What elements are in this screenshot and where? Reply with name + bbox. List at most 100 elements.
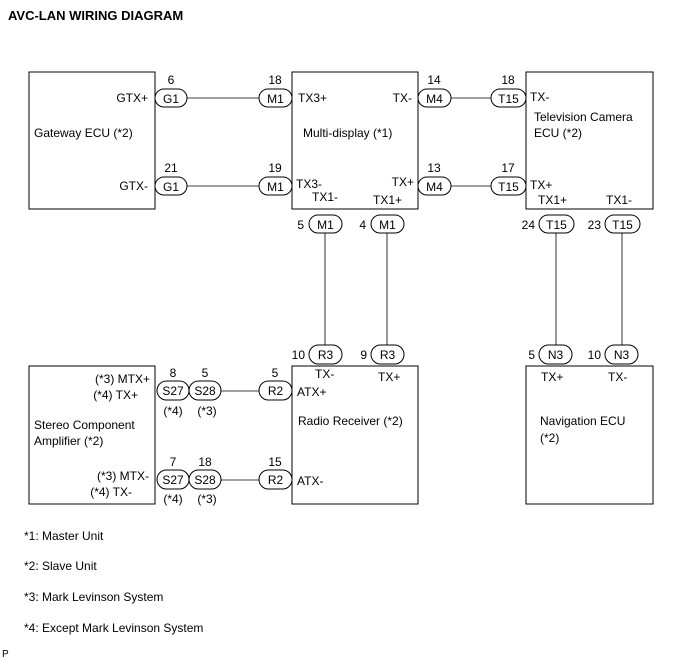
pin-n3-left: 5 bbox=[528, 348, 535, 362]
connector-m4-top bbox=[417, 88, 452, 108]
wires bbox=[187, 97, 623, 481]
pin-r2-top: 5 bbox=[272, 366, 279, 380]
pin-g1-top: 6 bbox=[168, 73, 175, 87]
connector-r2-top bbox=[258, 380, 293, 401]
connector-m1-bottom-left-label: M1 bbox=[317, 218, 334, 232]
diagram-title: AVC-LAN WIRING DIAGRAM bbox=[8, 8, 183, 23]
stereo-amplifier-name-line1: Stereo Component bbox=[34, 418, 135, 432]
signal-tx3-minus: TX3- bbox=[296, 177, 322, 191]
gateway-ecu-box bbox=[28, 71, 156, 210]
connector-n3-right bbox=[604, 344, 639, 365]
pin-m1-top: 18 bbox=[268, 73, 282, 87]
footnotes: *1: Master Unit *2: Slave Unit *3: Mark … bbox=[24, 529, 203, 635]
connector-m4-bottom-label: M4 bbox=[426, 180, 443, 194]
connector-r3-right-label: R3 bbox=[380, 348, 396, 362]
signal-stereo-tx-plus: (*4) TX+ bbox=[93, 388, 138, 402]
television-camera-ecu-box bbox=[525, 71, 654, 210]
signal-stereo-mtx-minus: (*3) MTX- bbox=[97, 469, 149, 483]
pin-r3-right: 9 bbox=[360, 348, 367, 362]
connector-r2-bottom-label: R2 bbox=[268, 473, 284, 487]
signal-gtx-plus: GTX+ bbox=[116, 91, 148, 105]
signal-tv-tx-plus: TX+ bbox=[530, 178, 552, 192]
connector-r2-bottom bbox=[258, 469, 293, 490]
pin-n3-right: 10 bbox=[588, 348, 602, 362]
signal-tv-tx1-minus: TX1- bbox=[606, 193, 632, 207]
radio-receiver-name: Radio Receiver (*2) bbox=[298, 414, 403, 428]
connector-g1-top-label: G1 bbox=[163, 92, 179, 106]
signal-tv-tx1-plus: TX1+ bbox=[538, 193, 567, 207]
footnote-1: *1: Master Unit bbox=[24, 529, 104, 543]
pin-g1-bottom: 21 bbox=[164, 161, 178, 175]
connector-m1-bottom-right-label: M1 bbox=[379, 218, 396, 232]
navigation-ecu-box bbox=[525, 365, 654, 505]
connector-s28-bottom bbox=[188, 469, 222, 490]
pin-s27-bottom: 7 bbox=[170, 455, 177, 469]
connector-t15-bottom-right bbox=[604, 214, 641, 234]
footnote-4: *4: Except Mark Levinson System bbox=[24, 621, 203, 635]
signal-radio-tx-plus: TX+ bbox=[378, 370, 400, 384]
note-s28-top: (*3) bbox=[197, 404, 216, 418]
radio-receiver-box bbox=[291, 365, 419, 505]
connector-g1-top bbox=[154, 88, 188, 108]
television-camera-name-line2: ECU (*2) bbox=[534, 126, 582, 140]
footnote-3: *3: Mark Levinson System bbox=[24, 590, 163, 604]
connector-r3-right bbox=[370, 344, 405, 365]
pin-t15-bottom-left: 24 bbox=[522, 218, 536, 232]
signal-stereo-tx-minus: (*4) TX- bbox=[90, 485, 132, 499]
connector-r3-left bbox=[308, 344, 343, 365]
signal-navi-tx-minus: TX- bbox=[608, 370, 627, 384]
connector-t15-bottom-right-label: T15 bbox=[612, 218, 633, 232]
connector-g1-bottom bbox=[154, 176, 188, 196]
connector-m4-top-label: M4 bbox=[426, 92, 443, 106]
connector-s28-top bbox=[188, 380, 222, 401]
connector-s28-bottom-label: S28 bbox=[194, 473, 216, 487]
multi-display-name: Multi-display (*1) bbox=[303, 126, 392, 140]
component-names: Gateway ECU (*2) Multi-display (*1) Tele… bbox=[34, 110, 633, 448]
footnote-2: *2: Slave Unit bbox=[24, 559, 97, 573]
connector-t15-bottom-label: T15 bbox=[498, 180, 519, 194]
connector-s28-top-label: S28 bbox=[194, 384, 216, 398]
signal-radio-atx-minus: ATX- bbox=[297, 474, 323, 488]
signal-multi-tx1-minus: TX1- bbox=[312, 190, 338, 204]
pin-m1-bottom-left: 5 bbox=[297, 218, 304, 232]
connector-t15-top bbox=[490, 88, 527, 108]
corner-mark: P bbox=[2, 649, 9, 660]
navigation-ecu-name-line1: Navigation ECU bbox=[540, 414, 625, 428]
connector-m1-top bbox=[258, 88, 293, 108]
connector-n3-left bbox=[538, 344, 573, 365]
pin-s27-top: 8 bbox=[170, 366, 177, 380]
connector-n3-right-label: N3 bbox=[614, 348, 630, 362]
signal-radio-atx-plus: ATX+ bbox=[297, 385, 326, 399]
note-s27-top: (*4) bbox=[163, 404, 182, 418]
connector-n3-left-label: N3 bbox=[548, 348, 564, 362]
multi-display-box bbox=[291, 71, 419, 210]
pin-r2-bottom: 15 bbox=[268, 455, 282, 469]
signal-multi-tx-minus: TX- bbox=[393, 91, 412, 105]
connectors: G1 G1 M1 M1 M4 M4 T15 T15 M1 M1 T15 T15 … bbox=[154, 88, 641, 490]
connector-m1-mid-label: M1 bbox=[267, 180, 284, 194]
pin-t15-bottom: 17 bbox=[501, 161, 515, 175]
signal-multi-tx-plus: TX+ bbox=[392, 175, 414, 189]
note-s27-bottom: (*4) bbox=[163, 492, 182, 506]
pin-t15-bottom-right: 23 bbox=[588, 218, 602, 232]
connector-t15-bottom-left bbox=[538, 214, 575, 234]
connector-s27-bottom-label: S27 bbox=[162, 473, 184, 487]
pin-s28-top: 5 bbox=[202, 366, 209, 380]
stereo-component-amplifier-box bbox=[28, 365, 156, 505]
stereo-amplifier-name-line2: Amplifier (*2) bbox=[34, 434, 103, 448]
gateway-ecu-name: Gateway ECU (*2) bbox=[34, 126, 133, 140]
connector-s27-top-label: S27 bbox=[162, 384, 184, 398]
pin-t15-top: 18 bbox=[501, 73, 515, 87]
connector-g1-bottom-label: G1 bbox=[163, 180, 179, 194]
navigation-ecu-name-line2: (*2) bbox=[540, 431, 559, 445]
signal-labels: GTX+ GTX- TX3+ TX3- TX- TX+ TX1- TX1+ TX… bbox=[90, 90, 632, 499]
connector-r2-top-label: R2 bbox=[268, 384, 284, 398]
connector-m1-mid bbox=[258, 176, 293, 196]
connector-t15-bottom bbox=[490, 176, 527, 196]
television-camera-name-line1: Television Camera bbox=[534, 110, 633, 124]
signal-navi-tx-plus: TX+ bbox=[541, 370, 563, 384]
signal-tx3-plus: TX3+ bbox=[298, 91, 327, 105]
connector-t15-top-label: T15 bbox=[498, 92, 519, 106]
connector-m4-bottom bbox=[417, 176, 452, 196]
